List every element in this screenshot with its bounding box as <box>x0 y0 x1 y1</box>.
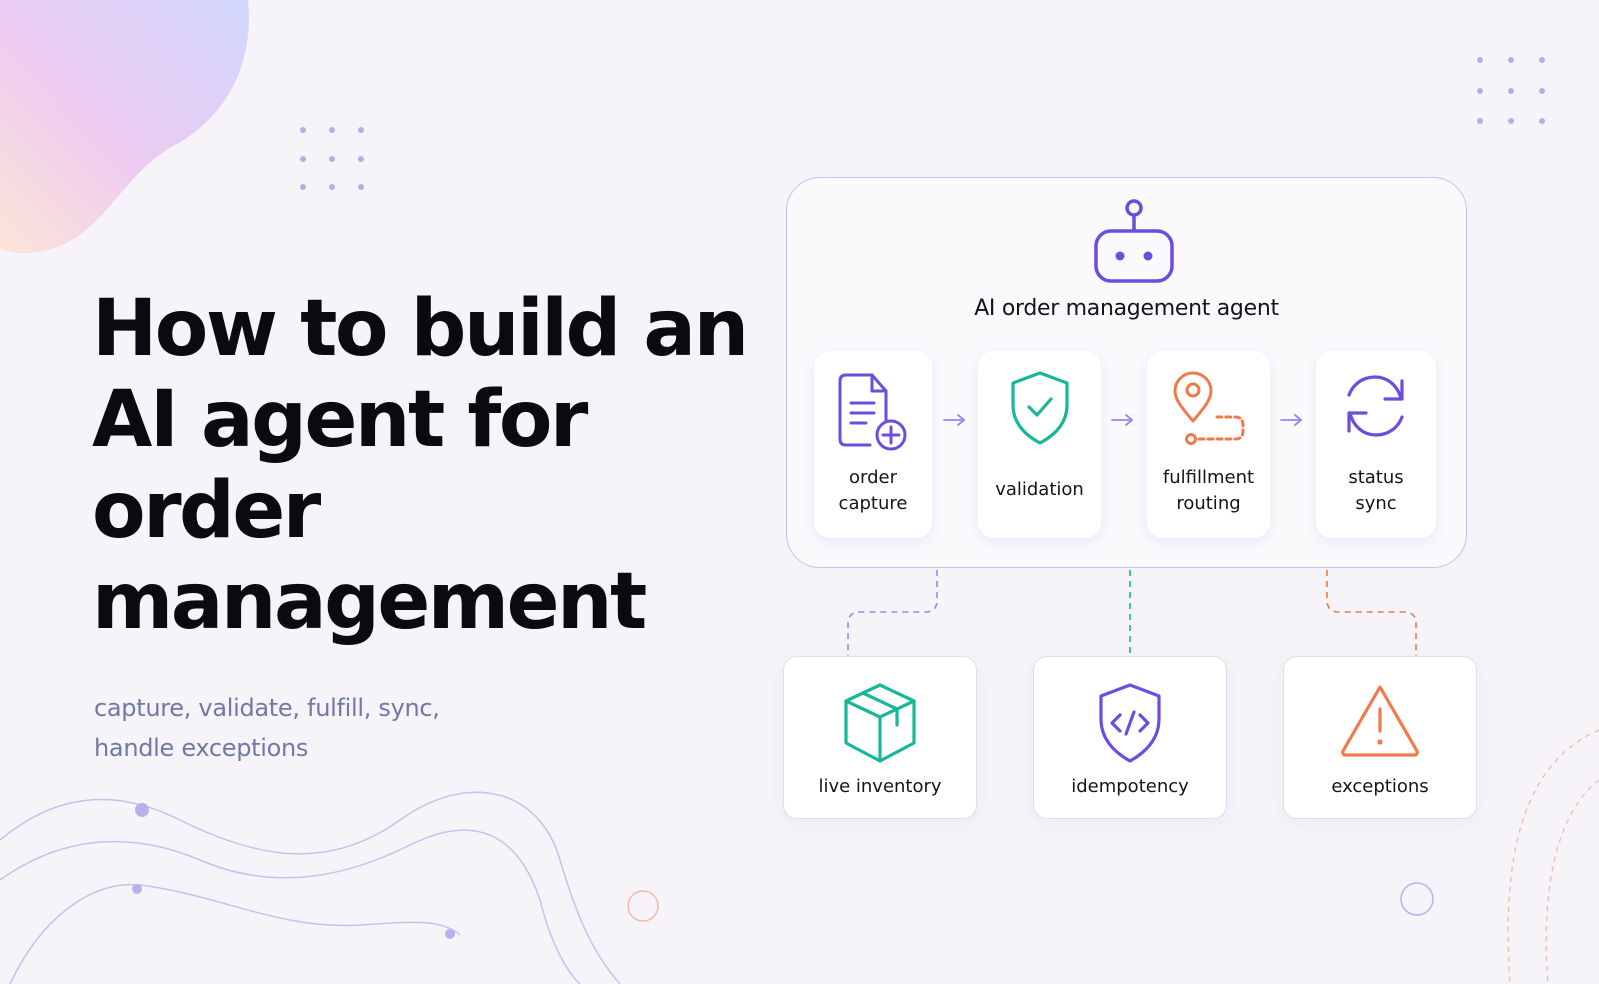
headline-line: order <box>92 466 321 556</box>
step-label-line: status <box>1348 467 1404 488</box>
connector-exceptions <box>1326 570 1417 656</box>
step-label-line: fulfillment <box>1162 467 1255 488</box>
dashed-arc <box>1507 729 1599 984</box>
box-icon <box>844 683 916 763</box>
step-status-sync: status sync <box>1316 351 1436 538</box>
step-label-line: sync <box>1355 493 1397 514</box>
dot-grid-right <box>1477 57 1545 124</box>
step-label: validation <box>978 477 1101 503</box>
dot-grid-left <box>300 127 364 190</box>
arrow-right-icon <box>943 414 965 426</box>
subtitle: capture, validate, fulfill, sync, handle… <box>94 688 514 768</box>
headline: How to build an AI agent for order manag… <box>92 284 749 648</box>
resource-label: exceptions <box>1331 776 1429 797</box>
headline-line: management <box>92 557 647 647</box>
shield-check-icon <box>1010 371 1069 445</box>
ring-purple <box>1400 882 1434 916</box>
connector-inventory <box>847 570 938 656</box>
step-validation: validation <box>978 351 1101 538</box>
wavy-lines <box>0 791 621 984</box>
sync-arrows-icon <box>1347 375 1404 437</box>
card-idempotency: idempotency <box>1033 656 1227 819</box>
step-fulfillment-routing: fulfillment routing <box>1147 351 1270 538</box>
step-label-line: routing <box>1176 493 1241 514</box>
map-pin-route-icon <box>1173 371 1244 445</box>
arrow-right-icon <box>1111 414 1133 426</box>
step-label: order capture <box>814 465 932 517</box>
subtitle-line: capture, validate, fulfill, sync, <box>94 694 440 722</box>
dashed-arc <box>1545 779 1599 984</box>
arrow-right-icon <box>1280 414 1302 426</box>
step-label-line: capture <box>838 493 908 514</box>
agent-title: AI order management agent <box>974 296 1279 321</box>
wave-dot <box>135 803 149 817</box>
card-live-inventory: live inventory <box>783 656 977 819</box>
shield-code-icon <box>1099 683 1161 763</box>
step-order-capture: order capture <box>814 351 932 538</box>
headline-line: AI agent for <box>92 375 588 465</box>
resource-label: idempotency <box>1071 776 1189 797</box>
headline-line: How to build an <box>92 284 749 374</box>
step-label-line: order <box>849 467 897 488</box>
robot-icon <box>1094 199 1174 283</box>
step-label: status sync <box>1316 465 1436 517</box>
document-plus-icon <box>838 373 907 451</box>
ring-orange <box>627 890 659 922</box>
warning-triangle-icon <box>1341 685 1419 757</box>
step-label-line: validation <box>995 479 1084 500</box>
card-exceptions: exceptions <box>1283 656 1477 819</box>
step-label: fulfillment routing <box>1147 465 1270 517</box>
wave-dot <box>445 929 455 939</box>
gradient-blob <box>0 0 249 254</box>
subtitle-line: handle exceptions <box>94 734 309 762</box>
resource-label: live inventory <box>818 776 942 797</box>
wave-dot <box>132 884 142 894</box>
